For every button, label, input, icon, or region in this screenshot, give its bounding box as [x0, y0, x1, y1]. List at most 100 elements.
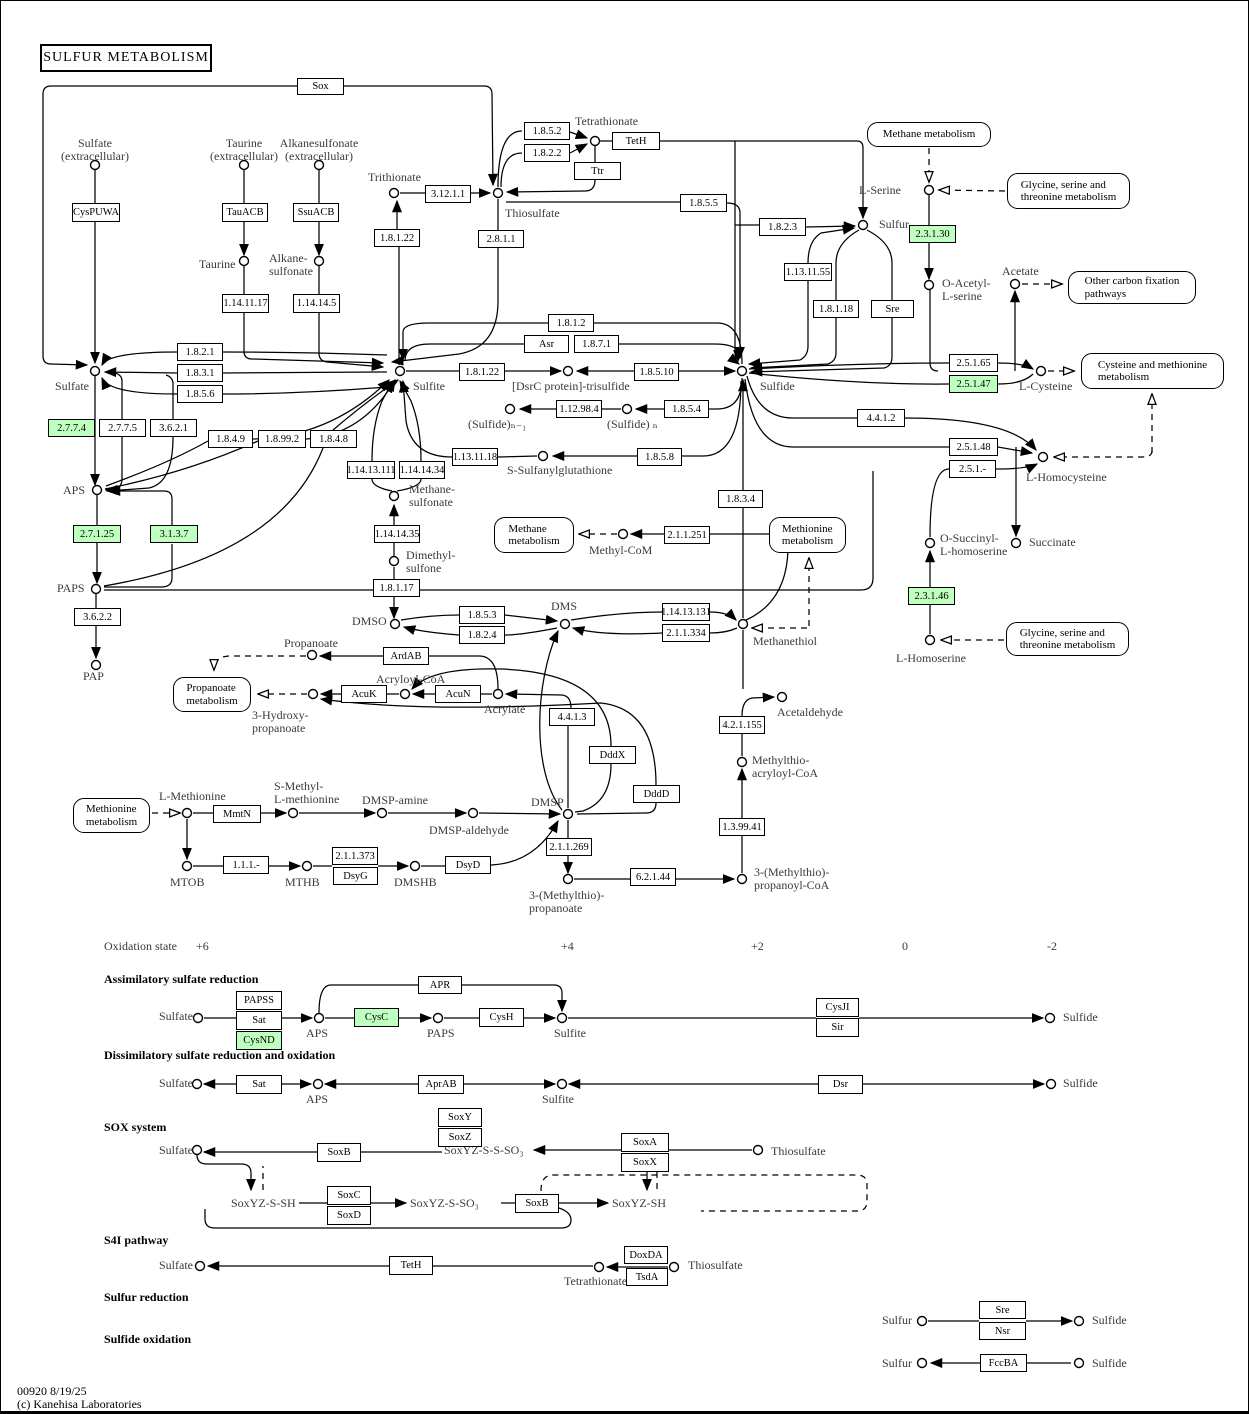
enzyme-box-ec31211[interactable]: 3.12.1.1 — [425, 185, 471, 203]
compound-n-sulfur[interactable] — [857, 219, 869, 231]
enzyme-box-tauacb[interactable]: TauACB — [222, 203, 268, 222]
enzyme-box-dsr[interactable]: Dsr — [818, 1075, 863, 1094]
enzyme-box-tsda[interactable]: TsdA — [626, 1268, 668, 1286]
enzyme-box-cysc[interactable]: CysC — [354, 1008, 399, 1027]
pathway-link-pw-cysmet[interactable]: Cysteine and methionine metabolism — [1081, 353, 1224, 389]
compound-n-succinate[interactable] — [1010, 537, 1022, 549]
compound-n-acryloyl[interactable] — [399, 688, 411, 700]
enzyme-box-teth1[interactable]: TetH — [612, 132, 660, 150]
compound-n-as-sulfate[interactable] — [192, 1012, 204, 1024]
enzyme-box-nsr[interactable]: Nsr — [979, 1322, 1026, 1340]
enzyme-box-ec211269[interactable]: 2.1.1.269 — [546, 838, 592, 856]
compound-n-osuccinyl[interactable] — [924, 537, 936, 549]
compound-n-sr-sulfide[interactable] — [1073, 1315, 1085, 1327]
compound-n-alkane[interactable] — [313, 255, 325, 267]
enzyme-box-ec18510[interactable]: 1.8.5.10 — [634, 363, 679, 381]
compound-n-as-sulfite[interactable] — [556, 1012, 568, 1024]
enzyme-box-ec3137[interactable]: 3.1.3.7 — [150, 525, 198, 543]
enzyme-box-ec1822[interactable]: 1.8.2.2 — [524, 144, 570, 162]
enzyme-box-apr[interactable]: APR — [418, 976, 462, 994]
enzyme-box-cyspuwa[interactable]: CysPUWA — [72, 203, 120, 222]
enzyme-box-dddd[interactable]: DddD — [633, 785, 680, 803]
enzyme-box-soxx[interactable]: SoxX — [621, 1153, 669, 1172]
compound-n-lhomoserine[interactable] — [924, 634, 936, 646]
enzyme-box-soxb2[interactable]: SoxB — [515, 1194, 559, 1213]
compound-n-sr-sulfur[interactable] — [916, 1315, 928, 1327]
enzyme-box-ec1812[interactable]: 1.8.1.2 — [548, 314, 594, 332]
compound-n-lserine[interactable] — [923, 184, 935, 196]
enzyme-box-ec1848[interactable]: 1.8.4.8 — [310, 430, 357, 448]
compound-n-as-paps[interactable] — [432, 1012, 444, 1024]
enzyme-box-ec1858[interactable]: 1.8.5.8 — [637, 448, 682, 466]
compound-n-ssulfanyl[interactable] — [537, 450, 549, 462]
compound-n-sulfite[interactable] — [394, 365, 406, 377]
compound-n-ds-sulfide[interactable] — [1045, 1078, 1057, 1090]
enzyme-box-teth2[interactable]: TetH — [389, 1256, 433, 1275]
compound-n-methanethiol[interactable] — [737, 618, 749, 630]
enzyme-box-ec25147[interactable]: 2.5.1.47 — [949, 375, 998, 393]
compound-n-taurine[interactable] — [238, 255, 250, 267]
enzyme-box-ardab[interactable]: ArdAB — [383, 647, 429, 665]
enzyme-box-soxb1[interactable]: SoxB — [317, 1143, 361, 1162]
compound-n-sx-thiosulfate[interactable] — [752, 1144, 764, 1156]
enzyme-box-ec211251[interactable]: 2.1.1.251 — [664, 526, 710, 544]
enzyme-box-cysnd[interactable]: CysND — [236, 1031, 282, 1050]
compound-n-dmshb[interactable] — [409, 860, 421, 872]
enzyme-box-ec2775[interactable]: 2.7.7.5 — [99, 419, 146, 437]
enzyme-box-ec211373[interactable]: 2.1.1.373 — [332, 847, 378, 865]
pathway-link-pw-gly2[interactable]: Glycine, serine and threonine metabolism — [1006, 622, 1129, 656]
enzyme-box-ec23130[interactable]: 2.3.1.30 — [909, 225, 956, 243]
compound-n-ds-aps[interactable] — [312, 1078, 324, 1090]
compound-n-acetaldehyde[interactable] — [776, 691, 788, 703]
enzyme-box-ec27125[interactable]: 2.7.1.25 — [73, 525, 121, 543]
enzyme-box-acuk[interactable]: AcuK — [341, 685, 387, 703]
compound-n-alkane-ext[interactable] — [313, 159, 325, 171]
compound-n-paps[interactable] — [90, 583, 102, 595]
compound-n-oacetyl[interactable] — [923, 279, 935, 291]
compound-n-3mtpcoa[interactable] — [736, 873, 748, 885]
enzyme-box-sox[interactable]: Sox — [297, 78, 344, 95]
compound-n-dms[interactable] — [559, 618, 571, 630]
compound-n-s4-sulfate[interactable] — [194, 1260, 206, 1272]
compound-n-dmspamine[interactable] — [376, 807, 388, 819]
enzyme-box-sre2[interactable]: Sre — [979, 1301, 1026, 1319]
pathway-link-pw-gly1[interactable]: Glycine, serine and threonine metabolism — [1007, 173, 1130, 209]
enzyme-box-acun[interactable]: AcuN — [435, 685, 481, 703]
enzyme-box-ec1141117[interactable]: 1.14.11.17 — [222, 294, 269, 313]
compound-n-lcysteine[interactable] — [1035, 365, 1047, 377]
pathway-link-pw-met1[interactable]: Methionine metabolism — [769, 517, 846, 553]
enzyme-box-soxd[interactable]: SoxD — [327, 1206, 371, 1225]
compound-n-sulfate-ext[interactable] — [89, 159, 101, 171]
enzyme-box-ec1853[interactable]: 1.8.5.3 — [459, 606, 505, 624]
enzyme-box-ec1141435[interactable]: 1.14.14.35 — [374, 525, 420, 543]
compound-n-lmethionine[interactable] — [181, 807, 193, 819]
compound-n-taurine-ext[interactable] — [238, 159, 250, 171]
enzyme-box-fccba[interactable]: FccBA — [980, 1354, 1027, 1372]
enzyme-box-dsyg[interactable]: DsyG — [333, 867, 378, 885]
enzyme-box-ec11413131[interactable]: 1.14.13.131 — [661, 603, 711, 621]
pathway-link-pw-methane1[interactable]: Methane metabolism — [867, 122, 991, 147]
compound-n-ds-sulfate[interactable] — [191, 1078, 203, 1090]
enzyme-box-ec18118[interactable]: 1.8.1.18 — [813, 300, 859, 318]
enzyme-box-ec1834[interactable]: 1.8.3.4 — [718, 490, 763, 508]
compound-n-mthb[interactable] — [301, 860, 313, 872]
compound-n-trithionate[interactable] — [388, 187, 400, 199]
enzyme-box-sir[interactable]: Sir — [816, 1018, 859, 1037]
compound-n-so-sulfide[interactable] — [1073, 1357, 1085, 1369]
enzyme-box-ec18122a[interactable]: 1.8.1.22 — [374, 229, 420, 247]
compound-n-smethyl[interactable] — [287, 807, 299, 819]
compound-n-aps[interactable] — [91, 484, 103, 496]
enzyme-box-mmtn[interactable]: MmtN — [213, 805, 261, 823]
compound-n-lhomocysteine[interactable] — [1037, 451, 1049, 463]
compound-n-s4-tetra[interactable] — [593, 1261, 605, 1273]
enzyme-box-cysh[interactable]: CysH — [479, 1008, 524, 1027]
compound-n-s4-thio[interactable] — [668, 1261, 680, 1273]
enzyme-box-ec1131155[interactable]: 1.13.11.55 — [784, 263, 832, 281]
compound-n-sulfate[interactable] — [89, 365, 101, 377]
compound-n-dmsp[interactable] — [562, 808, 574, 820]
enzyme-box-ec1852[interactable]: 1.8.5.2 — [524, 122, 570, 140]
compound-n-3mtp[interactable] — [562, 873, 574, 885]
compound-n-propanoate[interactable] — [306, 649, 318, 661]
enzyme-box-soxa[interactable]: SoxA — [621, 1133, 669, 1152]
enzyme-box-ec25148[interactable]: 2.5.1.48 — [949, 438, 998, 456]
